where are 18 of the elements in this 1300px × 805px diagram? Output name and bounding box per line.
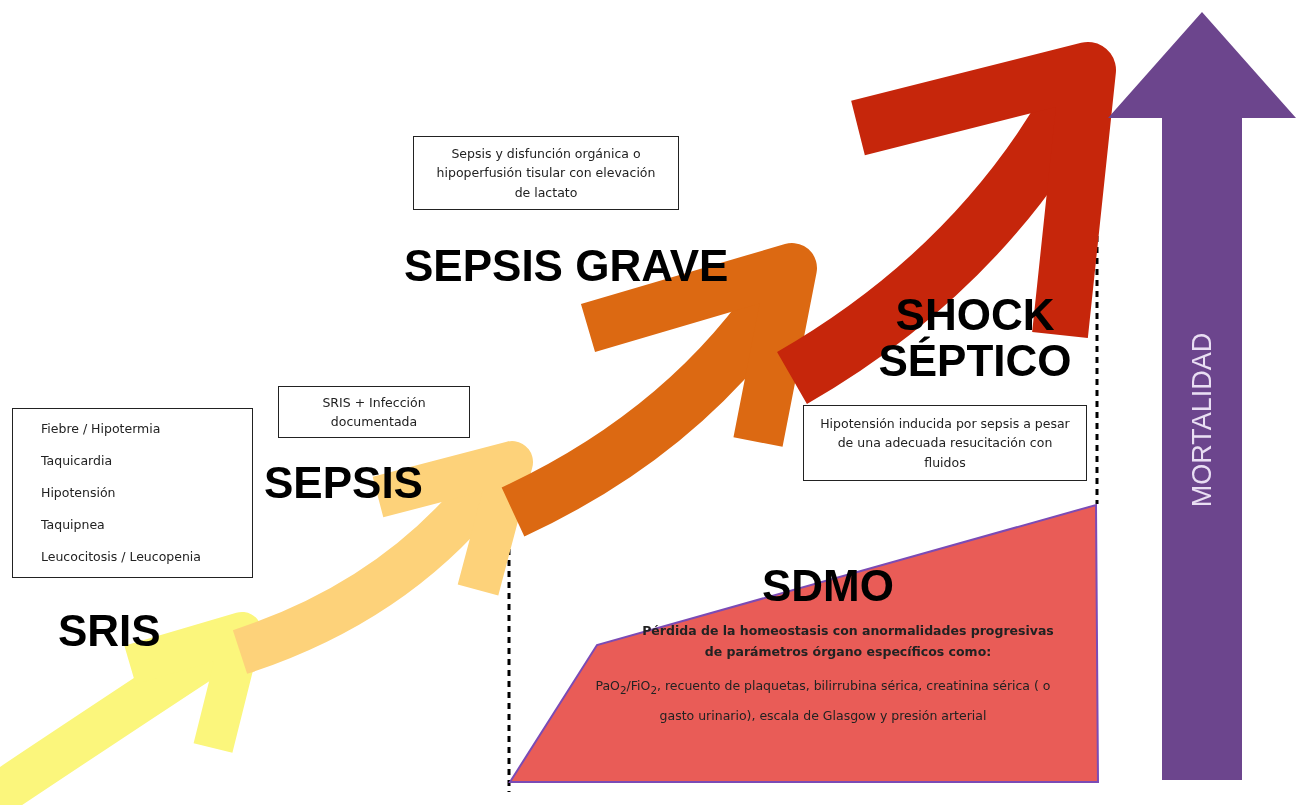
note-text: Hipotensión: [41, 484, 117, 503]
note-box: [413, 136, 679, 210]
description-text: PaO$_{2}$/FiO$_{2}$, recuento de plaquetas, bilirrubina sérica, creatinina sérica ( o gasto urinario), escala de Glasgow y presión arterial: [594, 677, 1052, 726]
note-box: [803, 405, 1087, 481]
description-text: Pérdida de la homeostasis con anormalidades progresivas de parámetros órgano específicos como:: [641, 622, 1055, 662]
note-text: Sepsis y disfunción orgánica o hipoperfusión tisular con elevación de lactato: [436, 144, 656, 202]
note-box: [12, 408, 253, 578]
stage-title: SEPSIS: [264, 460, 423, 507]
note-text: Taquicardia: [41, 452, 114, 471]
stage-title: SEPSIS GRAVE: [404, 243, 729, 290]
note-text: SRIS + Infección documentada: [321, 393, 427, 431]
arrow-label: MORTALIDAD: [1186, 332, 1218, 508]
note-box: [278, 386, 470, 438]
note-text: Leucocitosis / Leucopenia: [41, 548, 202, 567]
note-text: Hipotensión inducida por sepsis a pesar de una adecuada resucitación con fluidos: [820, 414, 1070, 472]
note-text: Fiebre / Hipotermia: [41, 420, 162, 439]
stage-title: SRIS: [58, 608, 161, 655]
note-text: Taquipnea: [41, 516, 106, 535]
